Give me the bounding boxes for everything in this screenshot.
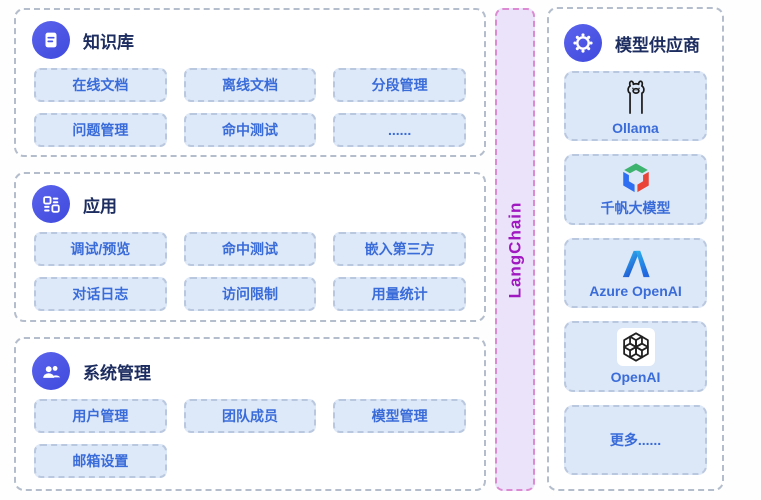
- provider-label-ollama: Ollama: [612, 119, 659, 136]
- button-segment-management[interactable]: 分段管理: [333, 68, 466, 102]
- knowledge-base-panel: 知识库 在线文档 离线文档 分段管理 问题管理 命中测试 ......: [14, 8, 486, 157]
- knowledge-base-buttons: 在线文档 离线文档 分段管理 问题管理 命中测试 ......: [32, 68, 468, 147]
- application-buttons: 调试/预览 命中测试 嵌入第三方 对话日志 访问限制 用量统计: [32, 232, 468, 311]
- button-embed-third-party[interactable]: 嵌入第三方: [333, 232, 466, 266]
- provider-card-qianfan[interactable]: 千帆大模型: [564, 154, 707, 225]
- provider-card-more[interactable]: 更多......: [564, 404, 707, 476]
- langchain-bar: LangChain: [495, 8, 535, 491]
- provider-label-azure-openai: Azure OpenAI: [589, 282, 682, 299]
- provider-label-openai: OpenAI: [610, 368, 661, 385]
- button-usage-statistics[interactable]: 用量统计: [333, 277, 466, 311]
- button-conversation-log[interactable]: 对话日志: [34, 277, 167, 311]
- button-more-kb[interactable]: ......: [333, 113, 466, 147]
- button-model-management[interactable]: 模型管理: [333, 399, 466, 433]
- apps-grid-icon: [32, 185, 70, 223]
- azure-a-icon: [619, 248, 653, 280]
- button-online-docs[interactable]: 在线文档: [34, 68, 167, 102]
- button-offline-docs[interactable]: 离线文档: [183, 68, 317, 102]
- ollama-llama-icon: [619, 77, 653, 117]
- button-access-restriction[interactable]: 访问限制: [183, 277, 317, 311]
- openai-flower-icon: [616, 327, 655, 366]
- gear-icon: [564, 24, 602, 62]
- section-title-system-management: 系统管理: [83, 363, 151, 383]
- section-title-application: 应用: [83, 196, 117, 216]
- provider-card-ollama[interactable]: Ollama: [564, 71, 707, 142]
- application-panel: 应用 调试/预览 命中测试 嵌入第三方 对话日志 访问限制 用量统计: [14, 172, 486, 322]
- button-debug-preview[interactable]: 调试/预览: [34, 232, 167, 266]
- provider-card-openai[interactable]: OpenAI: [564, 321, 707, 392]
- section-title-model-providers: 模型供应商: [615, 35, 700, 55]
- langchain-label: LangChain: [505, 201, 524, 298]
- system-management-buttons: 用户管理 团队成员 模型管理 邮箱设置: [32, 399, 468, 478]
- button-hit-test-app[interactable]: 命中测试: [183, 232, 317, 266]
- document-icon: [32, 21, 70, 59]
- model-providers-header: 模型供应商: [564, 21, 707, 65]
- users-icon: [32, 352, 70, 390]
- application-header: 应用: [32, 182, 468, 226]
- button-team-members[interactable]: 团队成员: [183, 399, 317, 433]
- provider-label-qianfan: 千帆大模型: [600, 200, 671, 217]
- button-email-settings[interactable]: 邮箱设置: [34, 444, 167, 478]
- provider-card-azure-openai[interactable]: Azure OpenAI: [564, 237, 707, 309]
- provider-label-more: 更多......: [609, 431, 662, 448]
- button-hit-test-kb[interactable]: 命中测试: [183, 113, 317, 147]
- button-user-management[interactable]: 用户管理: [34, 399, 167, 433]
- system-management-header: 系统管理: [32, 349, 468, 393]
- knowledge-base-header: 知识库: [32, 18, 468, 62]
- model-providers-panel: 模型供应商: [547, 7, 724, 491]
- system-management-panel: 系统管理 用户管理 团队成员 模型管理 邮箱设置: [14, 337, 486, 491]
- provider-cards: Ollama 千帆大模型: [564, 71, 707, 476]
- qianfan-hexagon-icon: [619, 161, 653, 195]
- button-question-management[interactable]: 问题管理: [34, 113, 167, 147]
- section-title-knowledge-base: 知识库: [83, 32, 134, 52]
